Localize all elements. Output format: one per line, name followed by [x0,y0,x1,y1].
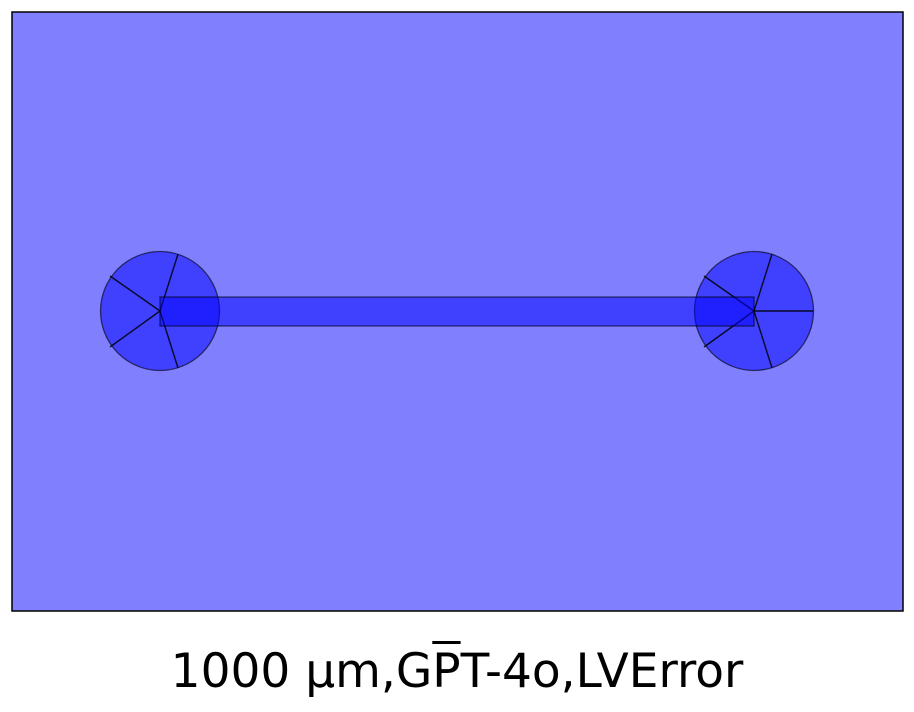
left-pad-spoke [109,310,161,348]
figure-caption: 1000 µm,GPT-4o,LVError [0,642,914,702]
right-pad-spoke [753,310,773,369]
channel-bar [159,296,755,327]
right-pad-spoke [753,253,773,312]
left-pad-spoke [109,275,161,312]
caption-overlined-letter: P [432,644,461,699]
caption-suffix: T-4o,LVError [460,644,744,699]
caption-prefix: 1000 µm,G [170,644,433,699]
